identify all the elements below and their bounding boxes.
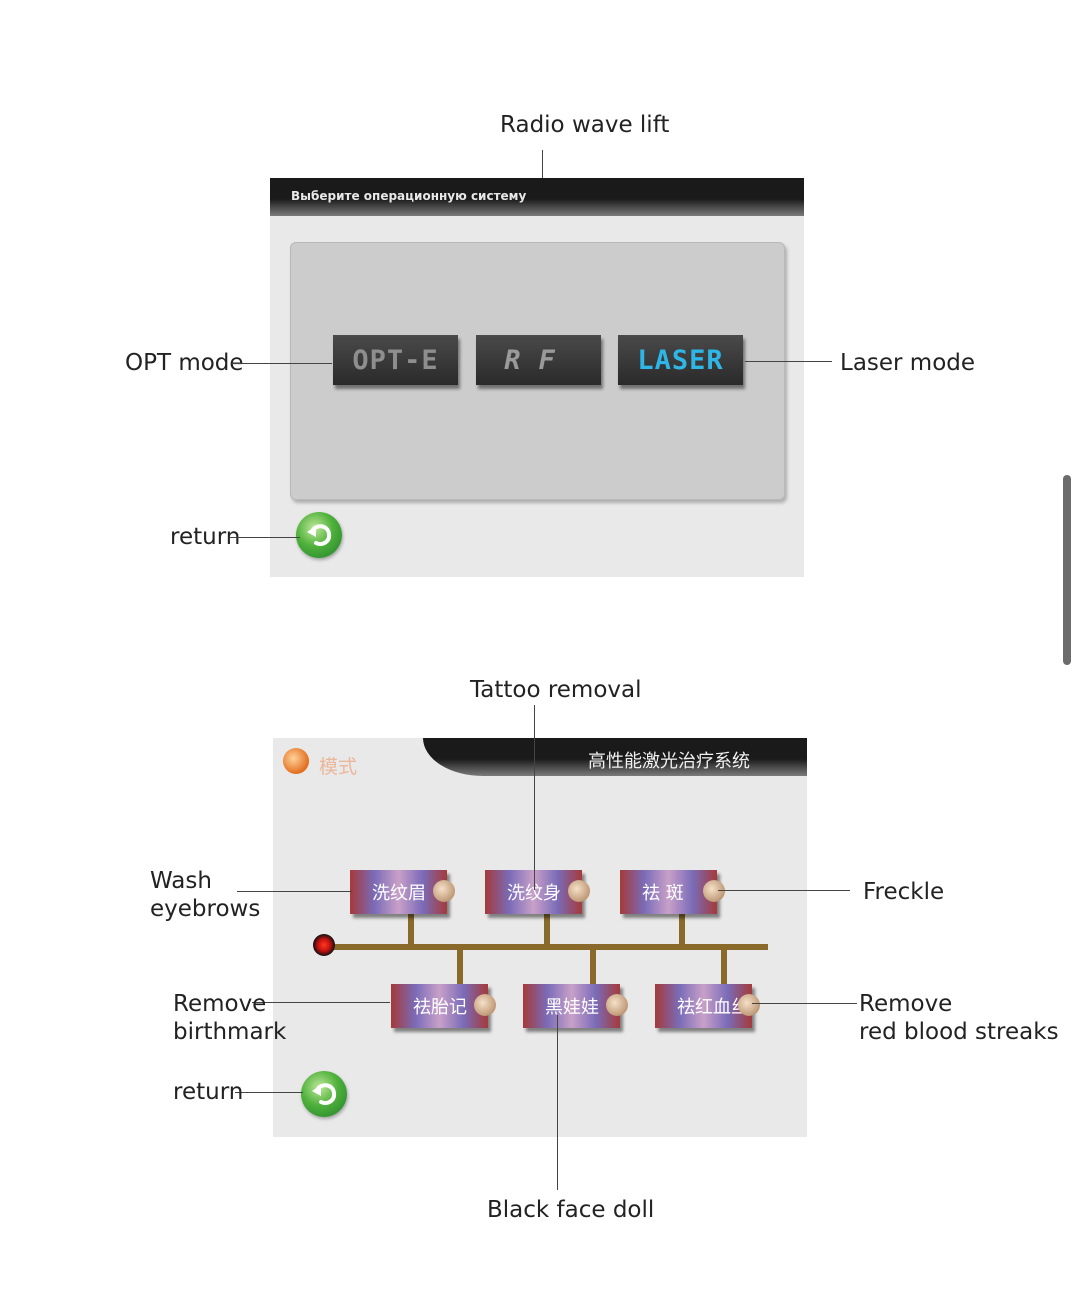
connector-bar — [721, 948, 727, 984]
return-arrow-icon — [312, 1083, 337, 1105]
os-select-screen: Выберите операционную систему OPT-E RF L… — [270, 178, 804, 577]
connector-bar — [679, 914, 685, 946]
annotation-radio-wave-lift: Radio wave lift — [500, 112, 670, 138]
connector-bar — [408, 914, 414, 946]
leader-line — [534, 705, 535, 890]
return-button[interactable] — [301, 1071, 347, 1117]
screen-title: Выберите операционную систему — [291, 189, 527, 203]
face-icon — [738, 994, 760, 1016]
annotation-laser-mode: Laser mode — [840, 350, 976, 376]
leader-line — [232, 363, 332, 364]
annotation-return-1: return — [170, 524, 241, 550]
connector-bar — [590, 948, 596, 984]
annotation-line: Remove — [859, 991, 953, 1017]
annotation-line: birthmark — [173, 1019, 287, 1045]
mode-logo-icon — [283, 748, 309, 774]
wash-eyebrows-button[interactable]: 洗纹眉 — [350, 870, 455, 914]
page-scrollbar[interactable] — [1063, 475, 1071, 665]
return-button[interactable] — [296, 512, 342, 558]
annotation-opt-mode: OPT mode — [125, 350, 244, 376]
remove-birthmark-button[interactable]: 祛胎记 — [391, 984, 496, 1028]
freckle-button[interactable]: 祛 斑 — [620, 870, 725, 914]
connector-bar — [457, 948, 463, 984]
annotation-remove-red-streaks: Remove red blood streaks — [859, 990, 1059, 1046]
face-icon — [474, 994, 496, 1016]
button-label: 祛胎记 — [413, 997, 467, 1018]
screen-title-bar: 高性能激光治疗系统 — [423, 738, 807, 776]
screen-title-bar: Выберите операционную систему — [270, 178, 804, 216]
button-label: 黑娃娃 — [545, 997, 599, 1018]
leader-line — [557, 1015, 558, 1190]
annotation-return-2: return — [173, 1079, 244, 1105]
laser-mode-button[interactable]: LASER — [618, 335, 743, 385]
eye-icon — [433, 880, 455, 902]
leader-line — [718, 890, 850, 891]
leader-line — [230, 537, 300, 538]
screen-title: 高性能激光治疗系统 — [588, 751, 750, 772]
leader-line — [745, 361, 832, 362]
annotation-tattoo-removal: Tattoo removal — [470, 677, 642, 703]
button-label: 祛 斑 — [642, 883, 684, 904]
connector-bar — [544, 914, 550, 946]
rf-mode-button[interactable]: RF — [476, 335, 601, 385]
annotation-line: red blood streaks — [859, 1019, 1059, 1045]
leader-line — [235, 1092, 303, 1093]
annotation-line: Wash — [150, 868, 212, 894]
face-icon — [568, 880, 590, 902]
annotation-line: eyebrows — [150, 896, 261, 922]
button-label: 祛红血丝 — [677, 997, 749, 1018]
leader-line — [237, 891, 352, 892]
laser-treatment-screen: 模式 高性能激光治疗系统 洗纹眉 洗纹身 祛 斑 祛胎记 黑娃娃 祛红血丝 — [273, 738, 807, 1137]
return-arrow-icon — [307, 524, 332, 546]
connector-bar — [331, 944, 768, 950]
face-icon — [703, 880, 725, 902]
mode-label: 模式 — [319, 756, 358, 778]
annotation-wash-eyebrows: Wash eyebrows — [150, 867, 260, 923]
annotation-freckle: Freckle — [863, 879, 945, 905]
face-icon — [606, 994, 628, 1016]
annotation-black-face-doll: Black face doll — [487, 1197, 655, 1223]
button-label: 洗纹眉 — [372, 883, 426, 904]
remove-red-streaks-button[interactable]: 祛红血丝 — [655, 984, 760, 1028]
leader-line — [752, 1003, 857, 1004]
leader-line — [252, 1002, 390, 1003]
tattoo-removal-button[interactable]: 洗纹身 — [485, 870, 590, 914]
black-face-doll-button[interactable]: 黑娃娃 — [523, 984, 628, 1028]
root-node-icon — [313, 934, 335, 956]
opt-mode-button[interactable]: OPT-E — [333, 335, 458, 385]
annotation-line: Remove — [173, 991, 267, 1017]
annotation-remove-birthmark: Remove birthmark — [173, 990, 286, 1046]
button-label: 洗纹身 — [507, 883, 561, 904]
